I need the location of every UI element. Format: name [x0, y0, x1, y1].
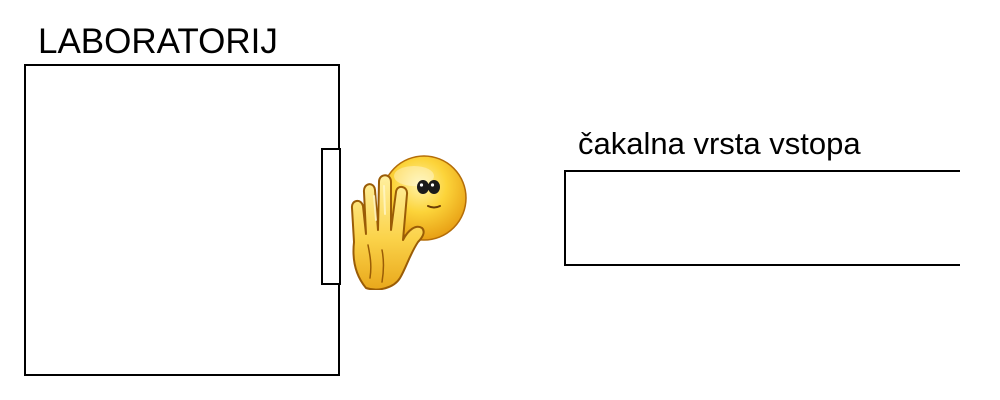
entry-queue-box: [564, 170, 960, 266]
laboratory-door: [321, 148, 341, 285]
stop-hand-smiley-icon: [350, 155, 467, 290]
laboratory-room: [24, 64, 340, 376]
entry-queue-label: čakalna vrsta vstopa: [578, 126, 861, 161]
laboratory-label: LABORATORIJ: [38, 22, 278, 61]
